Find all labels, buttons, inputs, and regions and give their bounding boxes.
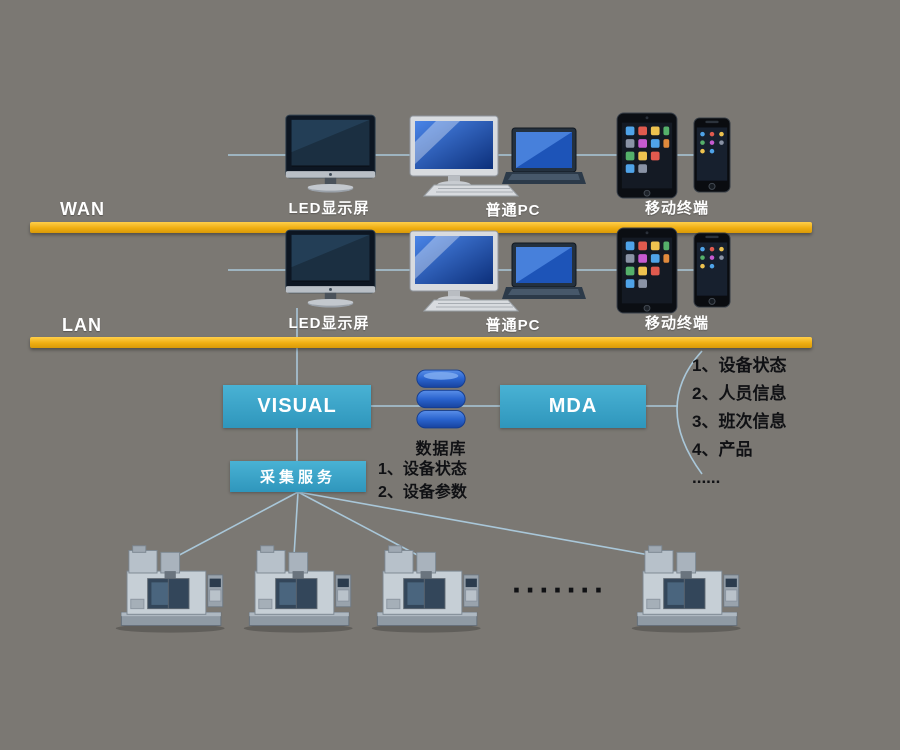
led-display-icon [283, 114, 378, 196]
database-notes: 1、设备状态 2、设备参数 [378, 458, 467, 504]
mda-outputs-list: 1、设备状态 2、人员信息 3、班次信息 4、产品 ...... [692, 352, 786, 492]
mda-output-item: ...... [692, 468, 721, 487]
database-note-item: 1、设备状态 [378, 461, 467, 478]
wan-bus-bar [30, 222, 812, 233]
lan-led-label: LED显示屏 [288, 315, 370, 332]
cnc-machine-icon [628, 542, 750, 634]
mda-output-item: 4、产品 [692, 440, 753, 459]
cnc-machine-icon [112, 542, 234, 634]
database-icon [414, 366, 468, 432]
collector-box: 采集服务 [230, 461, 366, 492]
database-note-item: 2、设备参数 [378, 484, 467, 501]
led-display-icon [283, 229, 378, 311]
wan-pc-label: 普通PC [485, 202, 541, 219]
desktop-and-laptop-icon [408, 114, 586, 198]
wan-label: WAN [60, 199, 105, 219]
visual-box: VISUAL [223, 385, 371, 428]
mda-output-item: 1、设备状态 [692, 356, 787, 375]
phone-icon [693, 231, 731, 309]
mda-output-item: 2、人员信息 [692, 384, 787, 403]
cnc-machine-icon [368, 542, 490, 634]
machine-ellipsis-dots: ······· [512, 572, 608, 608]
lan-mobile-label: 移动终端 [644, 315, 709, 332]
mda-output-item: 3、班次信息 [692, 412, 787, 431]
collector-to-machine1-line [169, 491, 299, 561]
cnc-machine-icon [240, 542, 362, 634]
tablet-icon [616, 227, 678, 314]
collector-to-machine4-line [297, 491, 667, 559]
lan-bus-bar [30, 337, 812, 348]
tablet-icon [616, 112, 678, 199]
phone-icon [693, 116, 731, 194]
lan-label: LAN [62, 315, 102, 335]
mda-outputs-brace [676, 350, 703, 475]
wan-mobile-label: 移动终端 [644, 200, 709, 217]
wan-led-label: LED显示屏 [288, 200, 370, 217]
mda-box: MDA [500, 385, 646, 428]
collector-to-machine2-line [293, 491, 299, 557]
desktop-and-laptop-icon [408, 229, 586, 313]
lan-pc-label: 普通PC [485, 317, 541, 334]
database-label: 数据库 [415, 441, 467, 458]
